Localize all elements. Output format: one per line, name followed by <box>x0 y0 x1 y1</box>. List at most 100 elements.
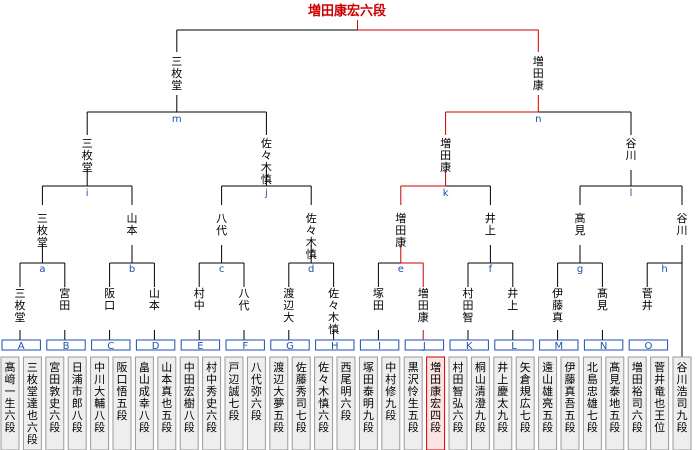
winner-r1: 佐々木慎 <box>328 286 339 336</box>
player-cell <box>157 356 177 450</box>
player-cell <box>22 356 42 450</box>
player-name: 伊藤真吾五段 <box>565 361 576 434</box>
winner-final: 増田康 <box>533 55 544 92</box>
winner-labels: 三枚堂宮田阪口山本村中八代渡辺大佐々木慎塚田増田康村田智井上伊藤真髙見菅井三枚堂… <box>15 55 688 336</box>
player-cell <box>650 356 670 450</box>
player-name: 増田裕司六段 <box>632 361 643 434</box>
player-cells: 髙﨑一生六段三枚堂達也六段宮田敦史六段日浦市郎八段中川大輔八段阪口悟五段畠山成幸… <box>0 356 692 450</box>
player-cell <box>0 356 20 450</box>
player-cell <box>179 356 199 450</box>
player-name: 中川大輔八段 <box>94 361 105 434</box>
player-cell <box>269 356 289 450</box>
winner-r1: 塚田 <box>373 287 384 312</box>
match-label-r1: h <box>661 264 667 275</box>
player-cell <box>426 356 446 450</box>
player-name: 桐山清澄九段 <box>475 360 486 434</box>
match-box-label: A <box>18 341 25 352</box>
match-box-h <box>315 339 355 351</box>
player-name: 増田康宏四段 <box>430 361 441 434</box>
player-name: 村田智弘六段 <box>453 360 464 434</box>
match-box-label: D <box>152 341 160 352</box>
player-name: 渡辺大夢五段 <box>273 360 284 434</box>
player-cell <box>605 356 625 450</box>
player-name: 村中秀史六段 <box>206 360 217 434</box>
match-label-r1: c <box>219 264 225 275</box>
winner-final: 三枚堂 <box>171 55 182 92</box>
player-name: 戸辺誠七段 <box>229 361 240 422</box>
player-name: 遠山雄亮五段 <box>542 361 553 434</box>
player-cell <box>67 356 87 450</box>
player-cell <box>224 356 244 450</box>
match-box-label: C <box>107 341 114 352</box>
player-name: 髙見泰地五段 <box>609 360 620 434</box>
match-box-o <box>628 339 669 351</box>
winner-r3: 三枚堂 <box>82 137 93 174</box>
player-cell <box>672 356 692 450</box>
match-label-r1: d <box>308 264 314 275</box>
player-name: 谷川浩司九段 <box>677 361 688 434</box>
player-cell <box>336 356 356 450</box>
winner-r1: 三枚堂 <box>15 287 26 324</box>
player-cell <box>134 356 154 450</box>
match-box-d <box>135 339 176 351</box>
player-cell <box>314 356 334 450</box>
champion-title: 増田康宏六段 <box>308 3 386 19</box>
player-name: 塚田泰明九段 <box>363 361 374 434</box>
player-name: 中村修九段 <box>385 361 396 422</box>
winner-r3: 増田康 <box>440 137 451 174</box>
winner-r3: 佐々木慎 <box>261 136 272 186</box>
player-cell <box>515 356 535 450</box>
player-cell <box>246 356 266 450</box>
match-box-label: B <box>63 341 70 352</box>
player-name: 佐藤秀司七段 <box>296 360 307 434</box>
winner-r2: 井上 <box>485 211 496 237</box>
player-name: 阪口悟五段 <box>117 360 128 422</box>
match-box-e <box>180 339 221 351</box>
player-name: 三枚堂達也六段 <box>27 361 38 446</box>
match-box-label: N <box>600 341 607 352</box>
match-box-label: G <box>286 341 294 352</box>
player-cell <box>403 356 423 450</box>
winner-r1: 宮田 <box>59 286 70 312</box>
match-box-b <box>46 339 86 351</box>
winner-r1: 髙見 <box>597 286 608 312</box>
match-box-i <box>359 339 400 351</box>
player-name: 西尾明六段 <box>341 361 352 422</box>
winner-r1: 井上 <box>507 286 518 312</box>
player-cell <box>538 356 558 450</box>
match-label-r1: f <box>489 264 493 275</box>
player-name: 八代弥六段 <box>251 361 262 422</box>
match-box-m <box>539 339 579 351</box>
winner-r1: 菅井 <box>642 287 653 312</box>
winner-r2: 増田康 <box>395 212 406 249</box>
player-cell <box>90 356 110 450</box>
winner-r1: 阪口 <box>104 286 115 312</box>
player-cell <box>470 356 490 450</box>
player-name: 菅井竜也王位 <box>654 361 665 434</box>
match-box-l <box>494 339 534 351</box>
match-box-label: I <box>378 341 381 352</box>
winner-r1: 八代 <box>239 287 250 312</box>
match-label-r2: l <box>630 188 633 199</box>
player-name: 宮田敦史六段 <box>49 360 60 434</box>
match-box-j <box>404 339 445 351</box>
player-name: 黒沢怜生五段 <box>408 361 419 434</box>
player-name: 中田宏樹八段 <box>184 361 195 434</box>
player-cell <box>448 356 468 450</box>
player-cell <box>291 356 311 450</box>
match-box-label: K <box>466 341 473 352</box>
match-label-r2: k <box>443 188 449 199</box>
player-cell <box>381 356 401 450</box>
match-box-k <box>449 339 489 351</box>
winner-r2: 山本 <box>127 212 138 237</box>
match-box-g <box>270 339 310 351</box>
winner-r1: 村田智 <box>463 286 474 324</box>
player-cell <box>493 356 513 450</box>
winner-r1: 山本 <box>149 287 160 312</box>
match-box-label: E <box>197 341 203 352</box>
winner-r1: 増田康 <box>418 287 429 324</box>
match-label-r1: g <box>577 264 583 275</box>
player-cell <box>112 356 132 450</box>
